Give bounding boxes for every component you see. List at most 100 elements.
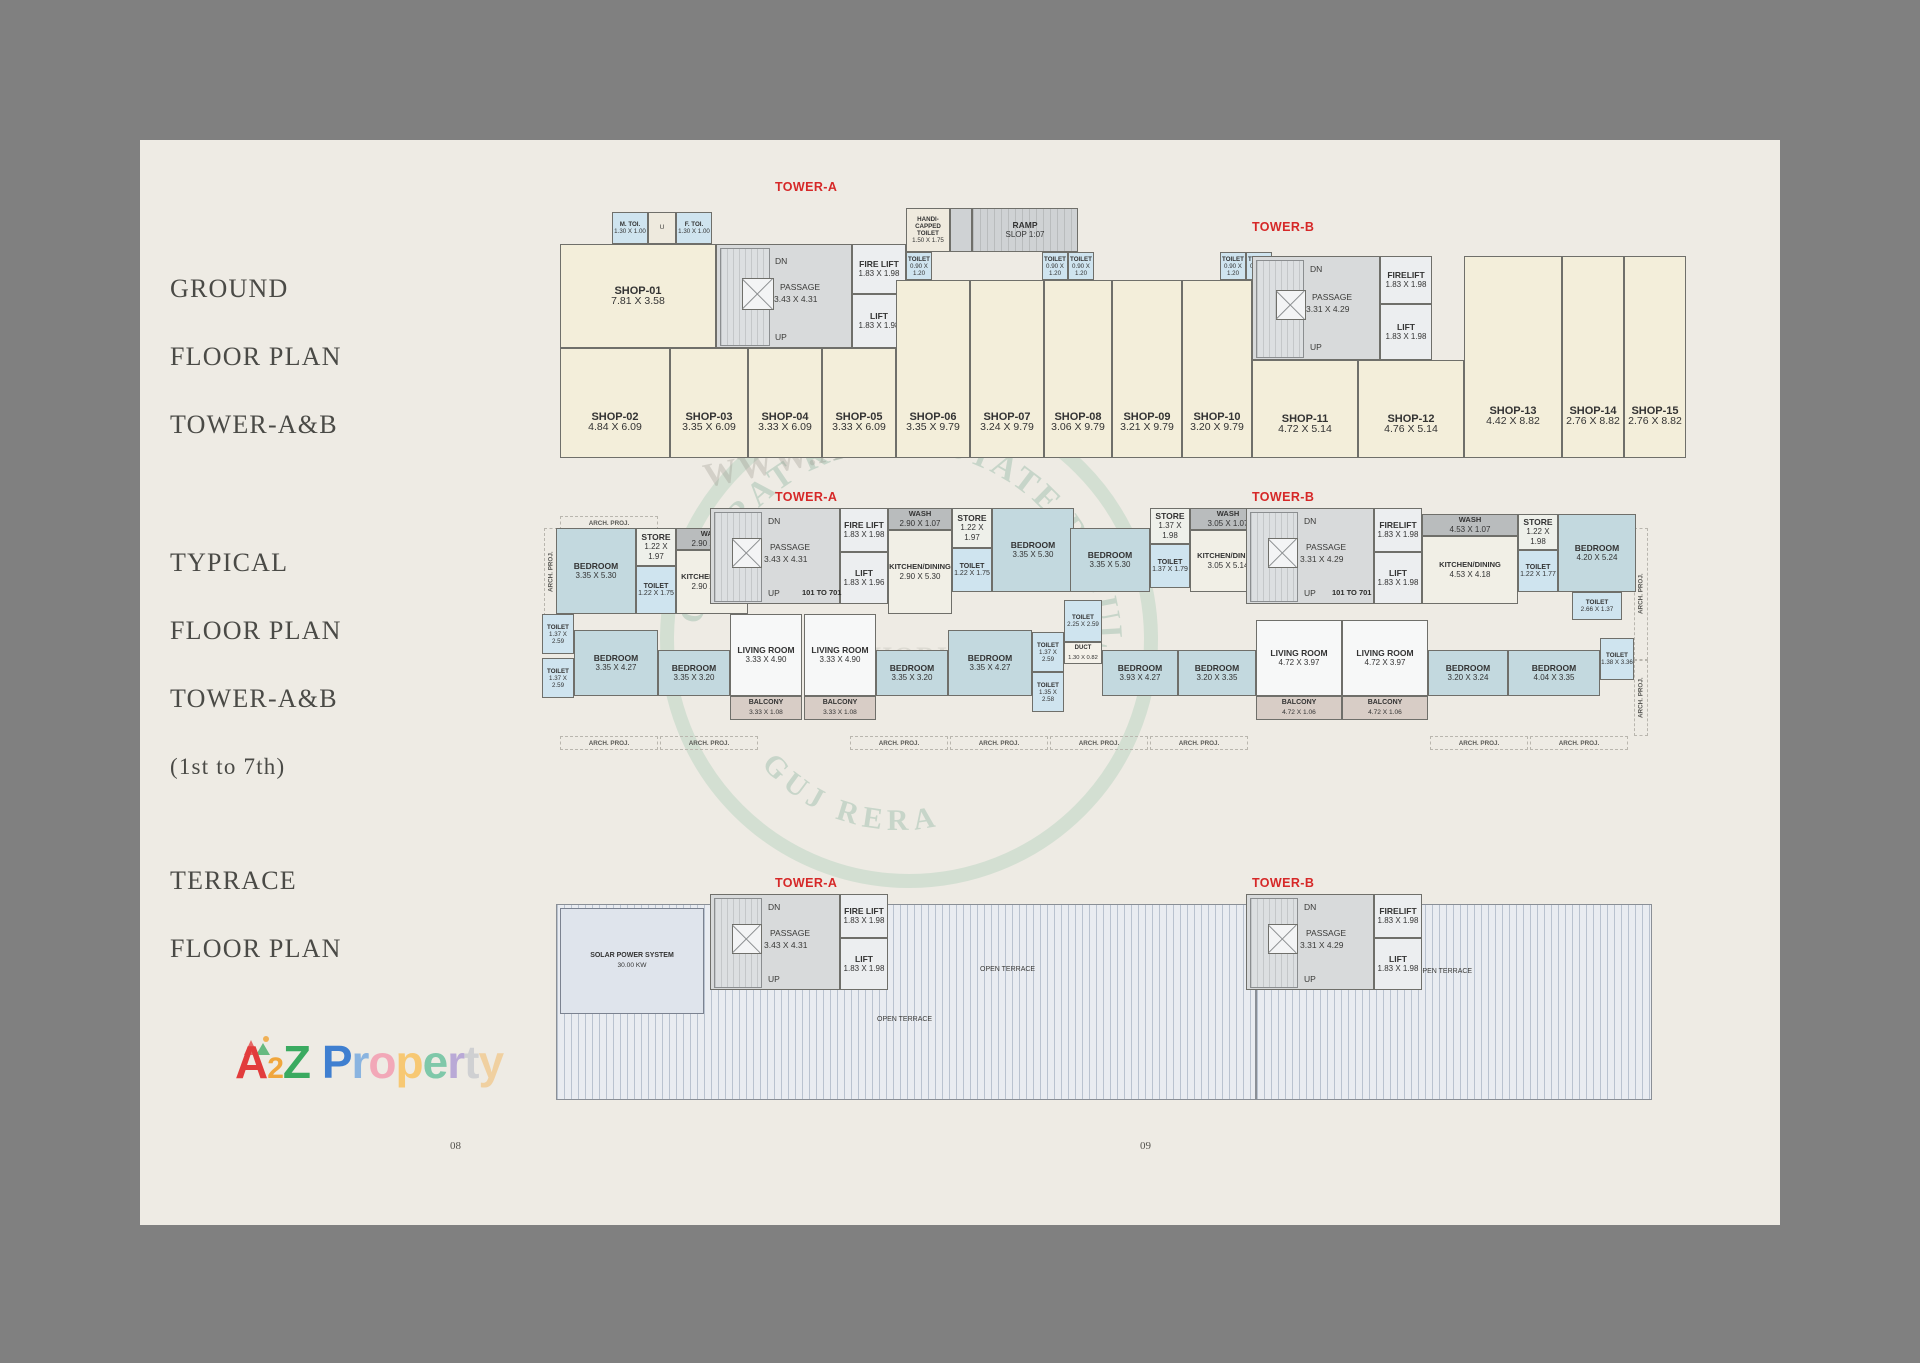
b1-balcony-dim: 4.72 X 1.06 (1282, 709, 1316, 716)
a1-toilet-3-dim: 1.37 X 2.59 (549, 674, 567, 689)
typical-a1-toilet-2: TOILET 1.37 X 2.59 (542, 614, 574, 654)
shop-02: SHOP-02 4.84 X 6.09 (560, 348, 670, 458)
typical-b1-toilet-2: TOILET 2.25 X 2.59 (1064, 600, 1102, 642)
shop-04: SHOP-04 3.33 X 6.09 (748, 348, 822, 458)
b2-kitchen-label: KITCHEN/DINING (1439, 560, 1501, 569)
tower-b-lift-dim: 1.83 X 1.98 (1385, 332, 1427, 341)
ground-tower-b-label: TOWER-B (1252, 220, 1315, 234)
tower-b-passage-ground-label: PASSAGE (1312, 292, 1352, 302)
typical-b2-kitchen: KITCHEN/DINING 4.53 X 4.18 (1422, 536, 1518, 604)
typical-a1-bedroom-1: BEDROOM 3.35 X 5.30 (556, 528, 636, 614)
a1-bedroom-2-dim: 3.35 X 4.27 (595, 663, 637, 672)
typical-tower-b-label: TOWER-B (1252, 490, 1315, 504)
tower-b-fire-lift-dim: 1.83 X 1.98 (1385, 280, 1427, 289)
a1-living-dim: 3.33 X 4.90 (745, 655, 787, 664)
shop-15-label: SHOP-15 (1631, 405, 1679, 417)
shop-10-dim: 3.20 X 9.79 (1190, 420, 1244, 433)
shop-09-dim: 3.21 X 9.79 (1120, 420, 1174, 433)
shop-01: SHOP-01 7.81 X 3.58 (560, 244, 716, 348)
shop-11: SHOP-11 4.72 X 5.14 (1252, 360, 1358, 458)
b2-bedroom-1-dim: 4.20 X 5.24 (1576, 553, 1618, 562)
handicapped-toilet-dim: 1.50 X 1.75 (912, 237, 944, 244)
b1-wash-label: WASH (1216, 509, 1240, 518)
a2-living-dim: 3.33 X 4.90 (819, 655, 861, 664)
typical-a1-bedroom-2: BEDROOM 3.35 X 4.27 (574, 630, 658, 696)
typical-a2-wash: WASH 2.90 X 1.07 (888, 508, 952, 530)
arch-proj-bot-1: ARCH. PROJ. (560, 736, 658, 750)
shop-06-dim: 3.35 X 9.79 (906, 420, 960, 433)
tower-a-lift-typical-dim: 1.83 X 1.96 (843, 578, 885, 587)
ramp: RAMP SLOP 1:07 (972, 208, 1078, 252)
b1-bedroom-1-dim: 3.35 X 5.30 (1089, 560, 1131, 569)
typical-b2-bedroom-1: BEDROOM 4.20 X 5.24 (1558, 514, 1636, 592)
solar-power-system: SOLAR POWER SYSTEM 30.00 KW (560, 908, 704, 1014)
shop-09: SHOP-09 3.21 X 9.79 (1112, 280, 1182, 458)
logo-letter-2: 2 (267, 1052, 284, 1085)
a2-balcony-dim: 3.33 X 1.08 (823, 709, 857, 716)
tower-a-lift-typical: LIFT 1.83 X 1.96 (840, 552, 888, 604)
b1-duct-dim: 1.30 X 0.82 (1068, 655, 1098, 661)
ground-toilet-b-dim: 0.90 X 1.20 (1046, 262, 1064, 277)
arch-proj-bot-7: ARCH. PROJ. (1430, 736, 1528, 750)
a1-bedroom-3-dim: 3.35 X 3.20 (673, 673, 715, 682)
typical-title-2: FLOOR PLAN (170, 616, 342, 645)
a2-toilet-2-label: TOILET (1037, 641, 1059, 649)
shop-12-label: SHOP-12 (1387, 413, 1435, 425)
shop-12-dim: 4.76 X 5.14 (1384, 423, 1438, 435)
typical-a2-balcony: BALCONY 3.33 X 1.08 (804, 696, 876, 720)
b2-toilet-3-dim: 1.38 X 3.36 (1601, 659, 1633, 666)
typical-b2-toilet-1: TOILET 1.22 X 1.77 (1518, 550, 1558, 592)
b1-toilet-2-label: TOILET (1072, 614, 1094, 621)
open-terrace-left-label: OPEN TERRACE (877, 1016, 933, 1023)
typical-b1-store: STORE 1.37 X 1.98 (1150, 508, 1190, 544)
tower-b-fire-lift-ground: FIRELIFT 1.83 X 1.98 (1380, 256, 1432, 304)
tower-a-up-typical: UP (768, 588, 780, 598)
tower-a-fire-lift-typical: FIRE LIFT 1.83 X 1.98 (840, 508, 888, 552)
shop-13-dim: 4.42 X 8.82 (1486, 415, 1540, 427)
b2-balcony-label: BALCONY (1367, 699, 1403, 706)
tower-a-passage-terrace-dim: 3.43 X 4.31 (764, 940, 808, 950)
a2-wash-label: WASH (908, 509, 932, 518)
a2z-logo-mark (244, 1036, 270, 1055)
a1-toilet-2-dim: 1.37 X 2.59 (549, 630, 567, 645)
tower-a-liftwell-typical (732, 538, 762, 568)
b1-kitchen-dim: 3.05 X 5.14 (1207, 561, 1249, 570)
shop-12: SHOP-12 4.76 X 5.14 (1358, 360, 1464, 458)
shop-10-label: SHOP-10 (1193, 410, 1241, 423)
typical-b2-toilet-3: TOILET 1.38 X 3.36 (1600, 638, 1634, 680)
a2-bedroom-3-label: BEDROOM (889, 663, 935, 673)
tower-b-dn-terrace: DN (1304, 902, 1317, 912)
arch-proj-bot-5: ARCH. PROJ. (1050, 736, 1148, 750)
shop-05-dim: 3.33 X 6.09 (832, 421, 886, 433)
section-title-typical: TYPICAL FLOOR PLAN TOWER-A&B (1st to 7th… (170, 512, 342, 818)
b2-toilet-3-label: TOILET (1606, 652, 1628, 659)
b1-bedroom-3-dim: 3.20 X 3.35 (1196, 673, 1238, 682)
tower-a-fire-lift-terrace-dim: 1.83 X 1.98 (843, 916, 885, 925)
b2-living-dim: 4.72 X 3.97 (1364, 658, 1406, 667)
shop-05: SHOP-05 3.33 X 6.09 (822, 348, 896, 458)
arch-proj-bot-4: ARCH. PROJ. (950, 736, 1048, 750)
shop-15: SHOP-15 2.76 X 8.82 (1624, 256, 1686, 458)
shop-15-dim: 2.76 X 8.82 (1628, 415, 1682, 427)
shop-08-dim: 3.06 X 9.79 (1051, 420, 1105, 433)
b1-toilet-2-dim: 2.25 X 2.59 (1067, 621, 1099, 628)
a2-toilet-2-dim: 1.37 X 2.59 (1039, 648, 1057, 663)
shop-08: SHOP-08 3.06 X 9.79 (1044, 280, 1112, 458)
tower-b-passage-ground-dim: 3.31 X 4.29 (1306, 304, 1350, 314)
shop-14: SHOP-14 2.76 X 8.82 (1562, 256, 1624, 458)
tower-a-passage-ground-label: PASSAGE (780, 282, 820, 292)
b1-toilet-1-label: TOILET (1157, 559, 1183, 566)
typical-a2-living: LIVING ROOM 3.33 X 4.90 (804, 614, 876, 696)
ground-title-3: TOWER-A&B (170, 410, 338, 439)
b1-store-dim: 1.37 X 1.98 (1158, 521, 1182, 540)
open-terrace-mid-label: OPEN TERRACE (980, 966, 1036, 973)
a2-store-label: STORE (957, 513, 987, 523)
ground-toilet-d-label: TOILET (1222, 255, 1244, 263)
typical-a1-bedroom-3: BEDROOM 3.35 X 3.20 (658, 650, 730, 696)
a2z-property-logo: A2Z Property (235, 1035, 504, 1089)
tower-a-fire-lift-terrace-label: FIRE LIFT (844, 906, 884, 916)
ground-m-toilet: M. TOI. 1.30 X 1.00 (612, 212, 648, 244)
shop-13-label: SHOP-13 (1489, 405, 1537, 417)
tower-b-lift-typical-dim: 1.83 X 1.98 (1377, 578, 1419, 587)
typical-a2-toilet-3: TOILET 1.35 X 2.58 (1032, 672, 1064, 712)
